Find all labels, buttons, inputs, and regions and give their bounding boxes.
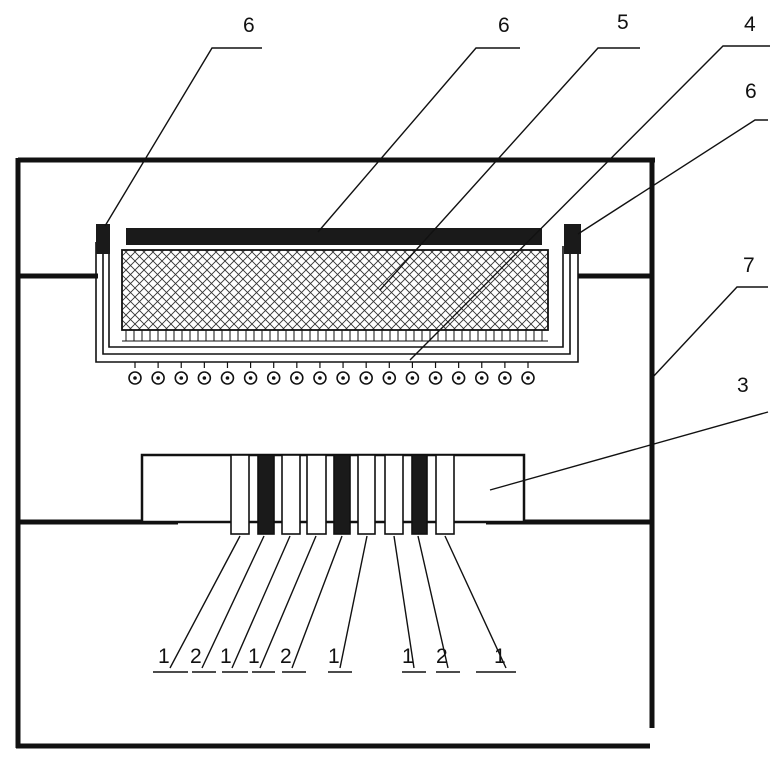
dark-bar [258,455,274,534]
bottom-label-text: 1 [402,645,414,668]
label-5: 5 [617,11,629,34]
label-7: 7 [743,254,755,277]
bottom-label-text: 1 [158,645,170,668]
coil [245,362,257,384]
bottom-label-text: 1 [328,645,340,668]
coil [383,362,395,384]
leader-line [578,120,768,234]
label-6-left: 6 [243,14,255,37]
leader-line [105,48,262,226]
lower-housing-block [142,455,524,522]
coil [453,362,465,384]
right-end-post [564,224,581,254]
cover-plate [126,228,542,245]
bottom-label-text: 1 [220,645,232,668]
coil [360,362,372,384]
light-bar [436,455,454,534]
coil [314,362,326,384]
light-bar [282,455,300,534]
bottom-label: 1 [394,536,426,672]
hatched-block [122,250,548,330]
light-bar [358,455,375,534]
leader-line [318,48,520,232]
grid-strip [122,330,548,341]
coil [499,362,511,384]
label-3: 3 [737,374,749,397]
coil [291,362,303,384]
bottom-label-text: 2 [436,645,448,668]
leader-line [652,287,768,378]
coil [129,362,141,384]
left-end-post [96,224,110,254]
coil [175,362,187,384]
bar-group [231,455,454,534]
bottom-label-text: 2 [280,645,292,668]
coil [198,362,210,384]
light-bar [231,455,249,534]
light-bar [307,455,326,534]
bottom-label: 1 [445,536,516,672]
coil-row [129,362,534,384]
coil [522,362,534,384]
label-4: 4 [744,13,756,36]
coil [152,362,164,384]
label-6-right: 6 [745,80,757,103]
bottom-label-text: 1 [248,645,260,668]
dark-bar [334,455,350,534]
lower-unit [18,455,652,534]
light-bar [385,455,403,534]
label-6-mid: 6 [498,14,510,37]
leader-line [490,412,768,490]
bottom-label-text: 2 [190,645,202,668]
coil [476,362,488,384]
coil [221,362,233,384]
bottom-label-text: 1 [494,645,506,668]
dark-bar [412,455,427,534]
coil [337,362,349,384]
coil [406,362,418,384]
coil [430,362,442,384]
bottom-labels: 121121121 [153,536,516,672]
coil [268,362,280,384]
